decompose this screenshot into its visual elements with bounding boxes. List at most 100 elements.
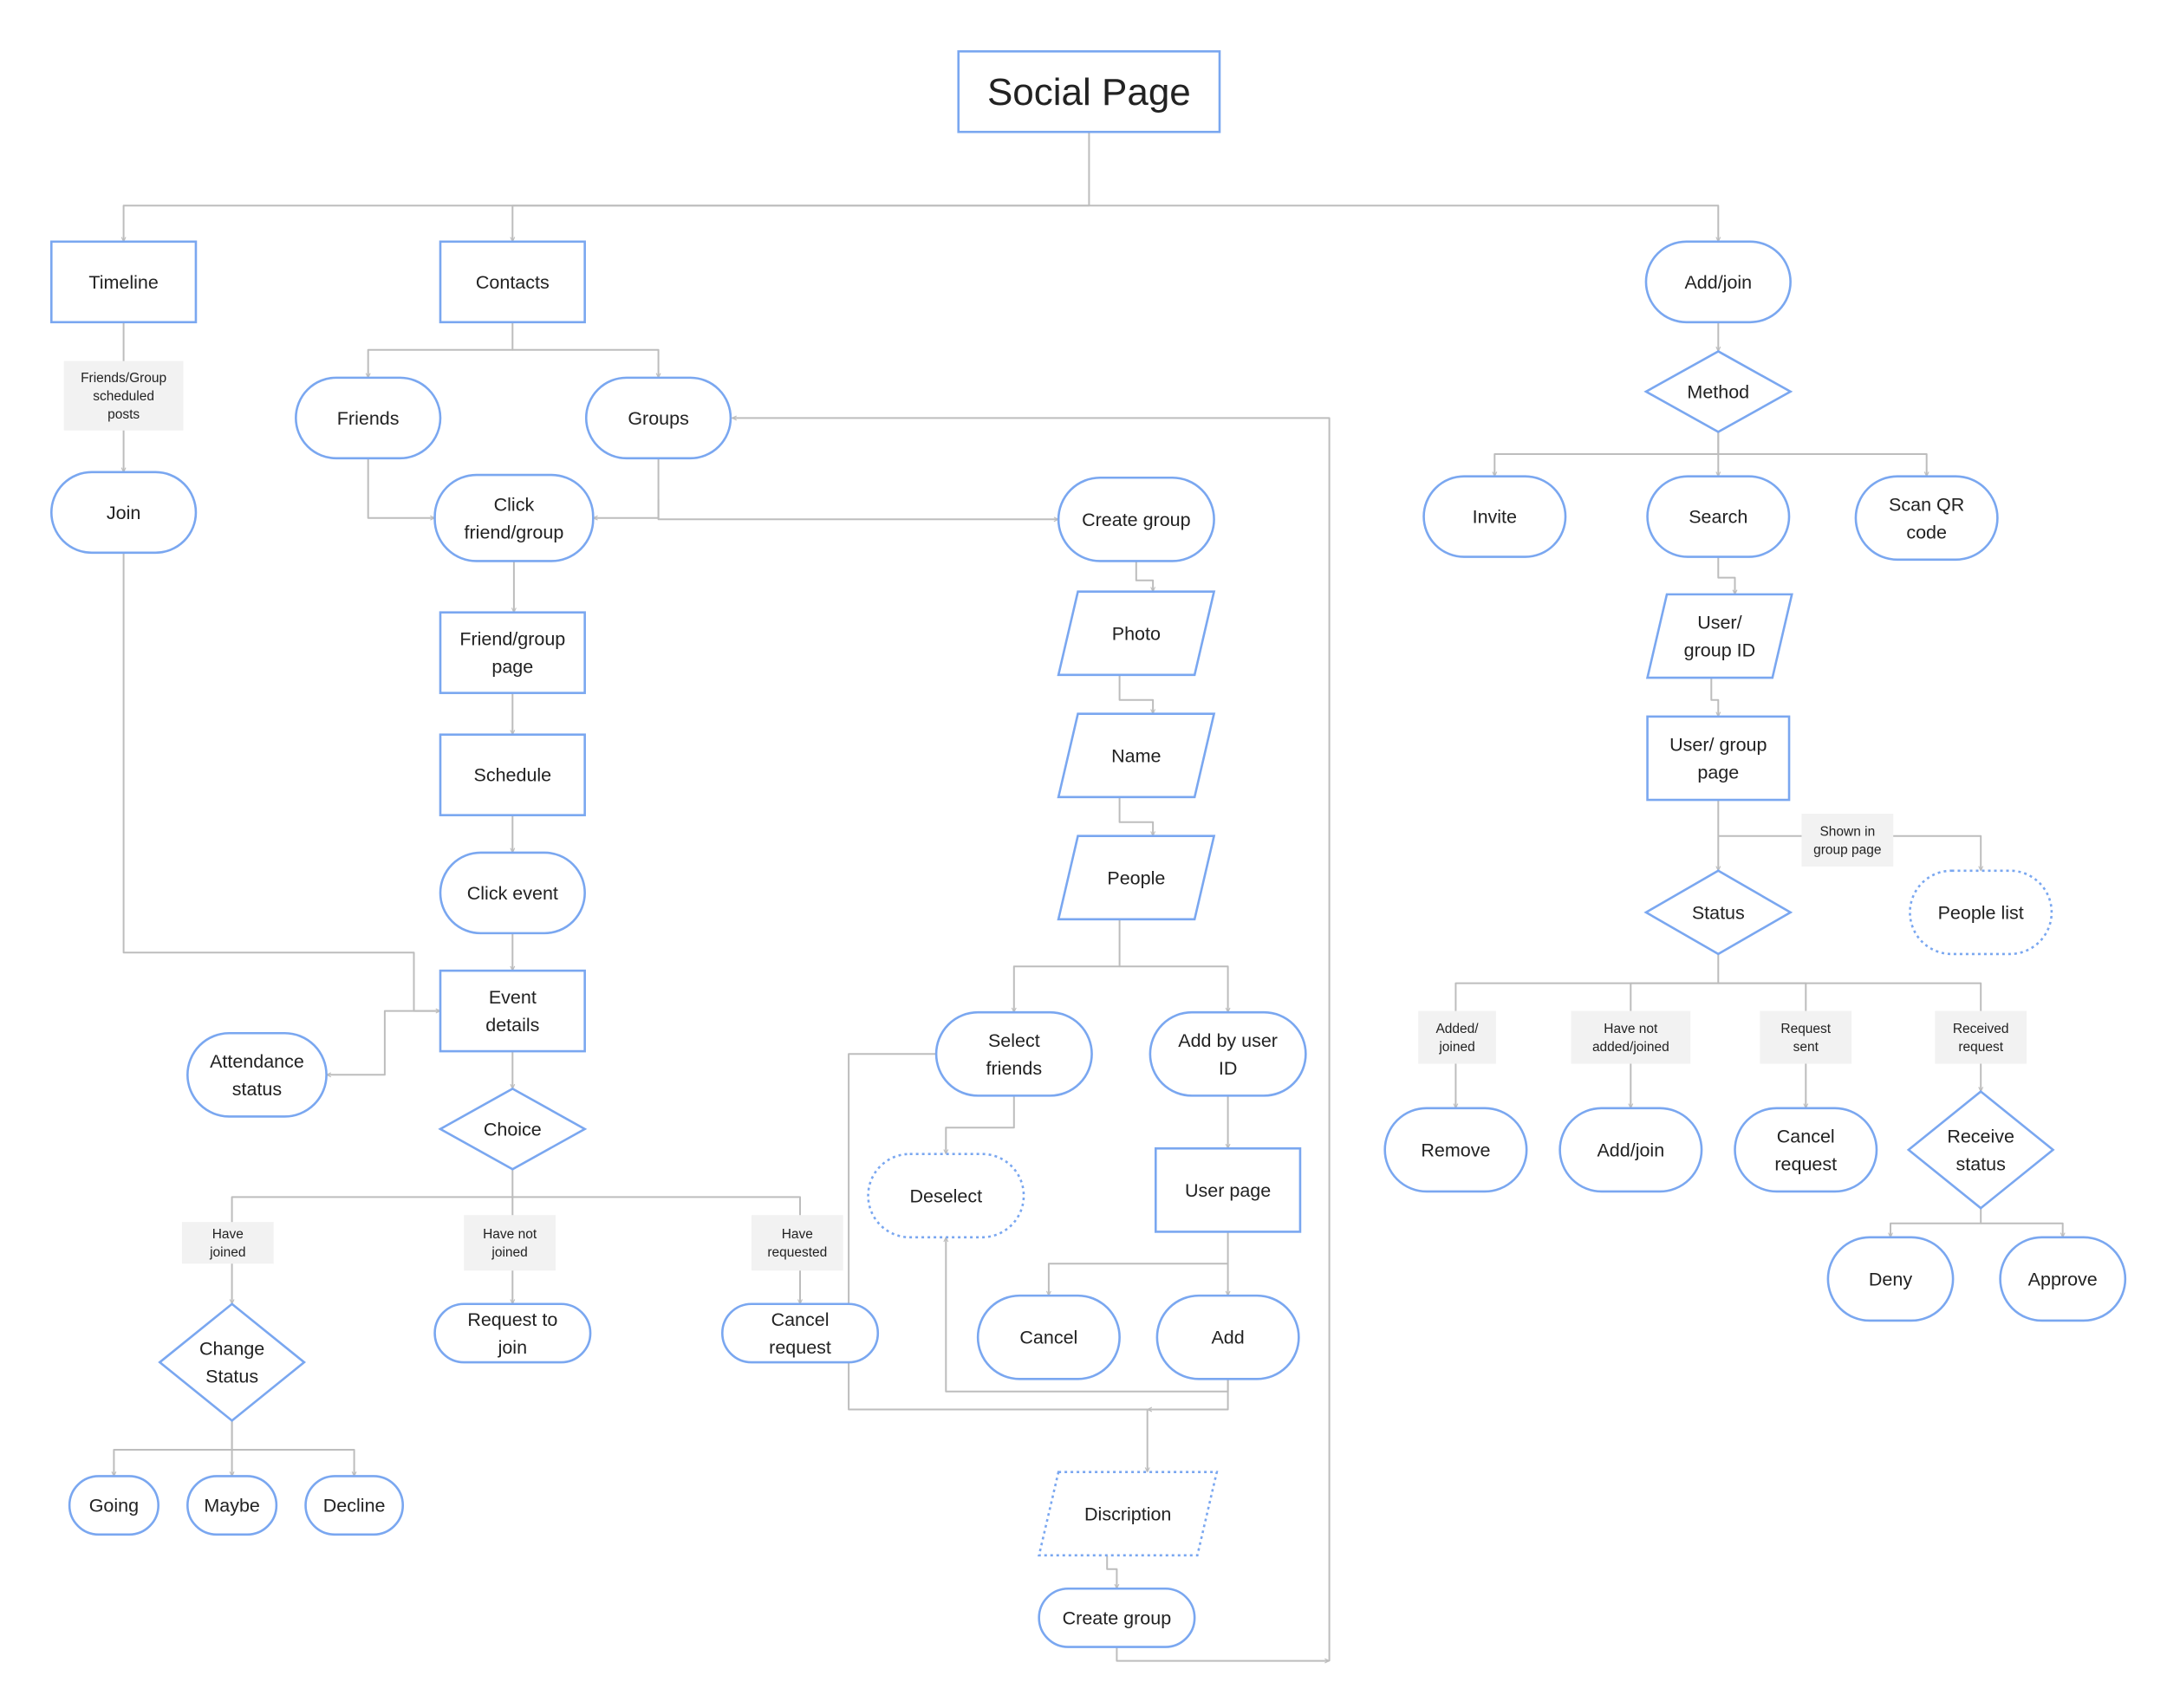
connector-42	[1717, 556, 1734, 594]
node-label: User page	[1185, 1180, 1271, 1201]
node-label: Join	[107, 503, 140, 523]
node-deny[interactable]: Deny	[1826, 1236, 1955, 1322]
connector-41	[1718, 453, 1926, 477]
connector-9	[593, 458, 660, 518]
node-label: Schedule	[473, 765, 551, 786]
node-label: Approve	[2028, 1269, 2098, 1289]
node-remove[interactable]: Remove	[1383, 1107, 1528, 1193]
node-label: Method	[1687, 381, 1749, 402]
connector-28	[1119, 965, 1228, 1012]
connector-50	[1890, 1208, 1982, 1237]
node-label: Remove	[1421, 1140, 1490, 1160]
connector-21	[114, 1420, 233, 1476]
node-timeline[interactable]: Timeline	[49, 240, 198, 324]
node-label: Social Page	[987, 71, 1191, 114]
svg-text:Added/joined: Added/joined	[1435, 1022, 1479, 1055]
node-user-page-add[interactable]: User page	[1154, 1146, 1302, 1233]
node-going[interactable]: Going	[68, 1475, 159, 1536]
connector-25	[1118, 674, 1154, 714]
connector-26	[1118, 796, 1154, 836]
node-create-group-final[interactable]: Create group	[1038, 1587, 1196, 1648]
connector-29	[946, 1095, 1015, 1153]
node-photo[interactable]: Photo	[1057, 590, 1216, 677]
node-label: Photo	[1112, 623, 1161, 644]
node-label: Name	[1111, 745, 1161, 766]
node-social-page: Social Page	[957, 49, 1221, 133]
node-contacts[interactable]: Contacts	[439, 240, 586, 324]
node-add[interactable]: Add	[1155, 1294, 1300, 1380]
node-label: Create group	[1063, 1607, 1172, 1628]
node-maybe[interactable]: Maybe	[186, 1475, 278, 1536]
node-join[interactable]: Join	[49, 471, 198, 555]
node-approve[interactable]: Approve	[1999, 1236, 2127, 1322]
node-label: Going	[89, 1496, 139, 1516]
node-label: Maybe	[204, 1496, 260, 1516]
connector-16	[327, 1010, 440, 1075]
node-groups[interactable]: Groups	[584, 376, 732, 460]
node-status[interactable]: Status	[1643, 869, 1793, 956]
node-friends[interactable]: Friends	[295, 376, 442, 460]
node-method[interactable]: Method	[1643, 349, 1793, 433]
node-label: Timeline	[88, 272, 158, 293]
node-label: Deny	[1869, 1269, 1912, 1289]
node-label: Add	[1211, 1328, 1244, 1348]
node-label: Status	[1692, 902, 1745, 923]
node-name[interactable]: Name	[1057, 712, 1216, 799]
node-cancel[interactable]: Cancel	[976, 1294, 1121, 1380]
node-search[interactable]: Search	[1646, 475, 1791, 558]
node-user-group-id[interactable]: User/group ID	[1645, 593, 1793, 679]
node-discription[interactable]: Discription	[1038, 1471, 1219, 1557]
connector-2	[512, 205, 1090, 242]
node-label: Contacts	[476, 272, 550, 293]
connector-5	[122, 552, 440, 1011]
connector-6	[368, 321, 514, 378]
connector-35	[1148, 1379, 1229, 1409]
connector-31	[1049, 1231, 1229, 1296]
node-schedule[interactable]: Schedule	[439, 733, 586, 816]
node-deselect[interactable]: Deselect	[867, 1153, 1025, 1239]
node-create-group[interactable]: Create group	[1057, 476, 1215, 562]
connector-24	[1135, 561, 1153, 591]
node-people[interactable]: People	[1057, 835, 1216, 921]
node-label: Click event	[467, 883, 558, 904]
node-add-join[interactable]: Add/join	[1644, 240, 1792, 324]
node-decline[interactable]: Decline	[304, 1475, 405, 1536]
node-label: Groups	[628, 408, 689, 429]
node-add-join-status[interactable]: Add/join	[1559, 1107, 1703, 1193]
node-label: Deselect	[909, 1185, 982, 1206]
node-invite[interactable]: Invite	[1422, 475, 1567, 558]
node-people-list[interactable]: People list	[1909, 869, 2053, 956]
node-click-event[interactable]: Click event	[439, 851, 586, 935]
node-choice[interactable]: Choice	[438, 1087, 588, 1171]
